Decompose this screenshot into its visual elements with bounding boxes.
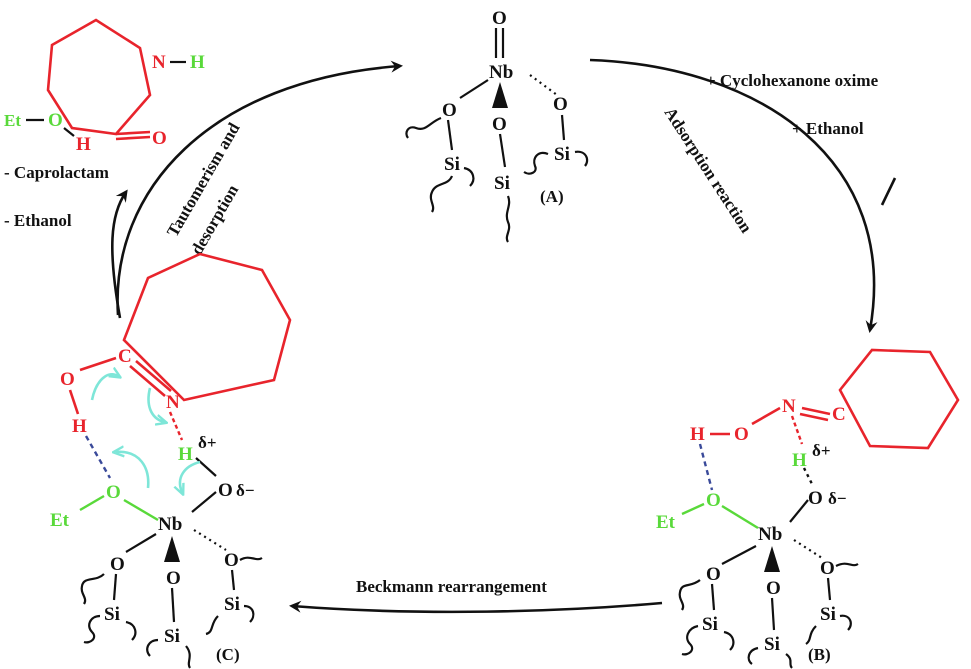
- b-atom-o-left: O: [706, 564, 721, 585]
- c-delta-plus: δ+: [198, 433, 217, 452]
- reagent-ethanol: + Ethanol: [792, 119, 864, 138]
- structure-c: C N O H H δ+ O δ− O Et Nb O O O Si Si Si: [50, 252, 292, 669]
- ethanol-h: H: [76, 134, 91, 155]
- product-h: H: [190, 52, 205, 73]
- ethanol-et: Et: [4, 111, 21, 130]
- b-atom-et: Et: [656, 512, 676, 533]
- atom-o-right: O: [553, 94, 568, 115]
- released-ethanol: - Ethanol: [4, 211, 72, 230]
- c-atom-o-ethanol: O: [106, 482, 121, 503]
- c-atom-c: C: [118, 346, 132, 367]
- product-o: O: [152, 128, 167, 149]
- label-beckmann: Beckmann rearrangement: [356, 577, 547, 596]
- release-arrow: [110, 189, 128, 319]
- b-atom-si-center: Si: [764, 634, 780, 655]
- atom-si-left: Si: [444, 154, 460, 175]
- b-delta-minus: δ−: [828, 489, 847, 508]
- c-atom-h-green: H: [178, 444, 193, 465]
- b-atom-o-center: O: [766, 578, 781, 599]
- label-adsorption: Adsorption reaction: [661, 104, 757, 237]
- c-atom-si-center: Si: [164, 626, 180, 647]
- ethanol-o: O: [48, 110, 63, 131]
- label-b: (B): [808, 645, 831, 664]
- c-atom-et: Et: [50, 510, 70, 531]
- c-atom-si-left: Si: [104, 604, 120, 625]
- label-c: (C): [216, 645, 240, 664]
- atom-si-center: Si: [494, 173, 510, 194]
- b-delta-plus: δ+: [812, 441, 831, 460]
- b-atom-o: O: [734, 424, 749, 445]
- b-atom-n: N: [782, 396, 796, 417]
- product-n: N: [152, 52, 166, 73]
- c-delta-minus: δ−: [236, 481, 255, 500]
- b-atom-si-right: Si: [820, 604, 836, 625]
- b-atom-o-right: O: [820, 558, 835, 579]
- b-atom-h-green: H: [792, 450, 807, 471]
- c-atom-h-red: H: [72, 416, 87, 437]
- b-atom-o-ethanol: O: [706, 490, 721, 511]
- product-caprolactam: N H O Et O H: [4, 18, 205, 155]
- b-atom-c: C: [832, 404, 846, 425]
- c-atom-o-right: O: [224, 550, 239, 571]
- c-atom-si-right: Si: [224, 594, 240, 615]
- structure-a: O Nb O O O Si Si Si (A): [405, 8, 589, 243]
- b-atom-si-left: Si: [702, 614, 718, 635]
- reagent-arrow-tail: [880, 177, 897, 206]
- c-atom-nb: Nb: [158, 514, 182, 535]
- c-atom-o-left: O: [110, 554, 125, 575]
- label-a: (A): [540, 187, 564, 206]
- atom-o-double: O: [492, 8, 507, 29]
- c-atom-o-center: O: [166, 568, 181, 589]
- atom-nb: Nb: [489, 62, 513, 83]
- b-atom-nb: Nb: [758, 524, 782, 545]
- atom-o-center: O: [492, 114, 507, 135]
- c-atom-o-nb: O: [218, 480, 233, 501]
- b-atom-o-nb: O: [808, 488, 823, 509]
- cycle-arrow-bottom: [289, 600, 663, 614]
- cycle-arrow-top-left: [116, 60, 403, 316]
- c-atom-n: N: [166, 392, 180, 413]
- released-caprolactam: - Caprolactam: [4, 163, 109, 182]
- c-atom-o: O: [60, 369, 75, 390]
- atom-si-right: Si: [554, 144, 570, 165]
- atom-o-left: O: [442, 100, 457, 121]
- structure-b: C N O H H δ+ O δ− O Et Nb O O O Si Si Si: [656, 348, 960, 669]
- reagent-oxime: + Cyclohexanone oxime: [706, 71, 879, 90]
- cycle-arrow-right: [589, 58, 878, 333]
- b-atom-h-red: H: [690, 424, 705, 445]
